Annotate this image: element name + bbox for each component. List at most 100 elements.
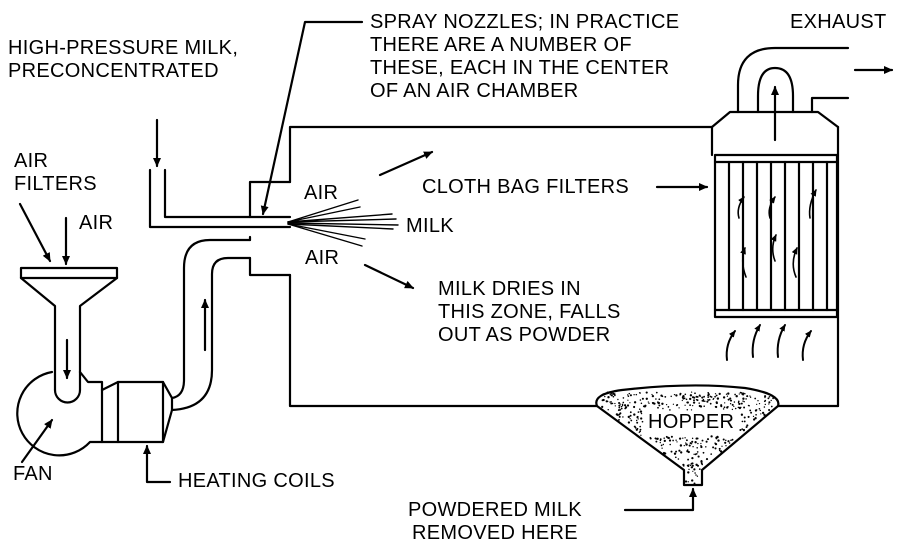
powder-dot <box>687 458 690 461</box>
powder-dot <box>692 405 694 407</box>
powder-dot <box>763 406 766 408</box>
powder-dot <box>607 409 609 411</box>
powder-dot <box>694 472 696 474</box>
powder-dot <box>695 399 698 401</box>
powder-dot <box>707 394 710 397</box>
powder-dot <box>693 482 696 485</box>
powder-dot <box>722 438 725 441</box>
fan <box>16 370 104 457</box>
powder-dot <box>639 428 642 431</box>
powder-dot <box>704 400 706 402</box>
powder-dot <box>698 468 701 470</box>
powder-dot <box>693 453 695 455</box>
powder-dot <box>727 440 730 443</box>
powder-dot <box>700 459 703 463</box>
powder-dot <box>696 451 699 453</box>
powder-dot <box>659 441 661 444</box>
powder-dot <box>682 463 685 466</box>
powder-dot <box>725 445 727 447</box>
high-pressure-milk-line1: HIGH-PRESSURE MILK, <box>8 37 239 59</box>
powder-dot <box>705 458 709 461</box>
powder-dot <box>764 395 767 398</box>
powder-dot <box>664 395 667 398</box>
milk-dries-line2: THIS ZONE, FALLS <box>438 301 621 323</box>
powder-dot <box>705 446 707 448</box>
powder-dot <box>696 395 699 398</box>
powder-dot <box>673 393 676 396</box>
air-filter <box>19 266 119 392</box>
powder-dot <box>691 440 694 443</box>
powder-dot <box>755 409 758 411</box>
powder-dot <box>720 450 723 453</box>
powder-dot <box>710 435 713 438</box>
powder-dot <box>629 402 631 404</box>
powder-dot <box>675 394 678 397</box>
powder-dot <box>703 395 705 398</box>
powder-dot <box>738 393 740 395</box>
powder-dot <box>668 439 672 442</box>
powder-dot <box>741 393 744 396</box>
powder-dot <box>767 397 770 400</box>
powder-dot <box>707 396 710 398</box>
powder-dot <box>676 441 678 443</box>
powder-dot <box>691 437 694 440</box>
powder-dot <box>691 456 694 460</box>
powder-dot <box>672 439 674 442</box>
powder-dot <box>714 393 717 395</box>
powder-dot <box>641 397 644 400</box>
powder-dot <box>698 402 700 404</box>
powder-dot <box>722 408 725 410</box>
powder-dot <box>758 402 761 405</box>
powder-dot <box>695 474 697 476</box>
powder-dot <box>614 394 616 397</box>
powder-dot <box>718 392 721 396</box>
powder-dot <box>739 428 742 432</box>
powder-dot <box>685 442 687 444</box>
powder-dot <box>742 397 745 400</box>
powder-dot <box>629 394 632 397</box>
powder-dot <box>693 399 695 402</box>
powder-dot <box>761 411 765 415</box>
powder-dot <box>679 392 682 395</box>
powder-dot <box>674 456 677 459</box>
powder-dot <box>678 449 681 452</box>
powder-dot <box>749 409 752 412</box>
fan-leader-arrow <box>20 418 54 464</box>
label-cloth-bag-filters: CLOTH BAG FILTERS <box>422 176 629 198</box>
powder-dot <box>655 398 657 400</box>
powder-dot <box>702 451 705 454</box>
powder-dot <box>633 425 636 428</box>
powder-dot <box>726 395 729 397</box>
powder-dot <box>712 446 715 449</box>
powder-dot <box>665 403 668 406</box>
powder-dot <box>667 436 670 440</box>
powder-dot <box>746 424 749 427</box>
powder-dot <box>705 440 708 443</box>
powder-dot <box>629 414 632 417</box>
label-fan: FAN <box>13 463 53 485</box>
powder-dot <box>716 394 718 396</box>
powder-dot <box>718 449 721 452</box>
powder-dot <box>648 402 650 404</box>
hopper <box>595 384 780 487</box>
powder-dot <box>745 398 747 400</box>
powder-dot <box>716 436 719 439</box>
powder-dot <box>621 404 624 407</box>
powder-dot <box>622 397 625 399</box>
cloth-bag-filters <box>713 153 839 319</box>
powder-dot <box>742 429 745 432</box>
powder-dot <box>655 440 658 443</box>
powder-dot <box>601 399 604 402</box>
powder-dot <box>655 438 657 440</box>
powder-dot <box>682 394 685 398</box>
powder-dot <box>703 405 705 407</box>
powder-dot <box>640 434 642 436</box>
powder-dot <box>756 403 758 405</box>
powder-dot <box>701 399 704 402</box>
powder-dot <box>743 416 746 419</box>
powder-dot <box>770 399 772 402</box>
powder-dot <box>740 402 743 405</box>
powder-dot <box>754 397 757 400</box>
powder-dot <box>656 437 659 440</box>
upflow-arrows <box>725 324 812 361</box>
